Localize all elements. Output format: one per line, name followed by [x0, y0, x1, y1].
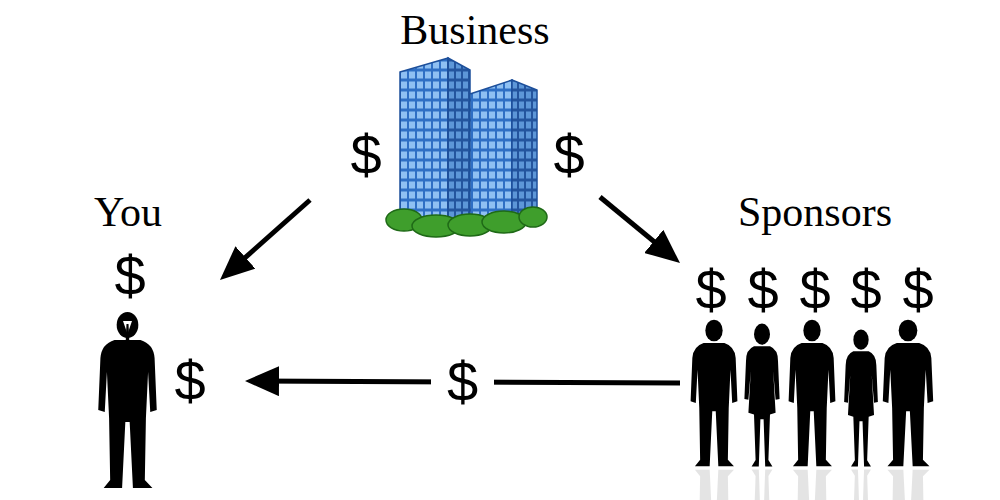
- tower-front: [470, 80, 512, 224]
- dollar-sign: $: [114, 248, 145, 304]
- building-illustration: [386, 58, 547, 237]
- dollar-sign: $: [553, 127, 584, 183]
- tower-side: [512, 80, 537, 222]
- group-heading: Business: [400, 9, 549, 51]
- tower-front: [400, 58, 448, 228]
- dollar-sign: $: [902, 262, 933, 318]
- sponsors-group: Sponsors$$$$$: [680, 185, 945, 485]
- flow-arrow: [600, 197, 672, 257]
- sponsors-reflection: [691, 470, 934, 500]
- bushes: [386, 207, 547, 237]
- business-group: Business $ $: [310, 2, 600, 240]
- dollar-sign: $: [174, 353, 205, 409]
- edge-label: $: [431, 352, 494, 412]
- dollar-sign: $: [850, 262, 881, 318]
- dollar-sign: $: [350, 127, 381, 183]
- dollar-sign: $: [799, 262, 830, 318]
- group-heading: You: [94, 191, 162, 233]
- tower-side: [448, 58, 470, 228]
- dollar-sign: $: [747, 262, 778, 318]
- flow-arrow: [227, 200, 310, 273]
- sponsors-silhouettes: [691, 320, 934, 467]
- you-silhouette: [98, 312, 157, 488]
- group-heading: Sponsors: [738, 191, 892, 233]
- dollar-sign: $: [695, 262, 726, 318]
- you-group: You $ $: [80, 185, 220, 495]
